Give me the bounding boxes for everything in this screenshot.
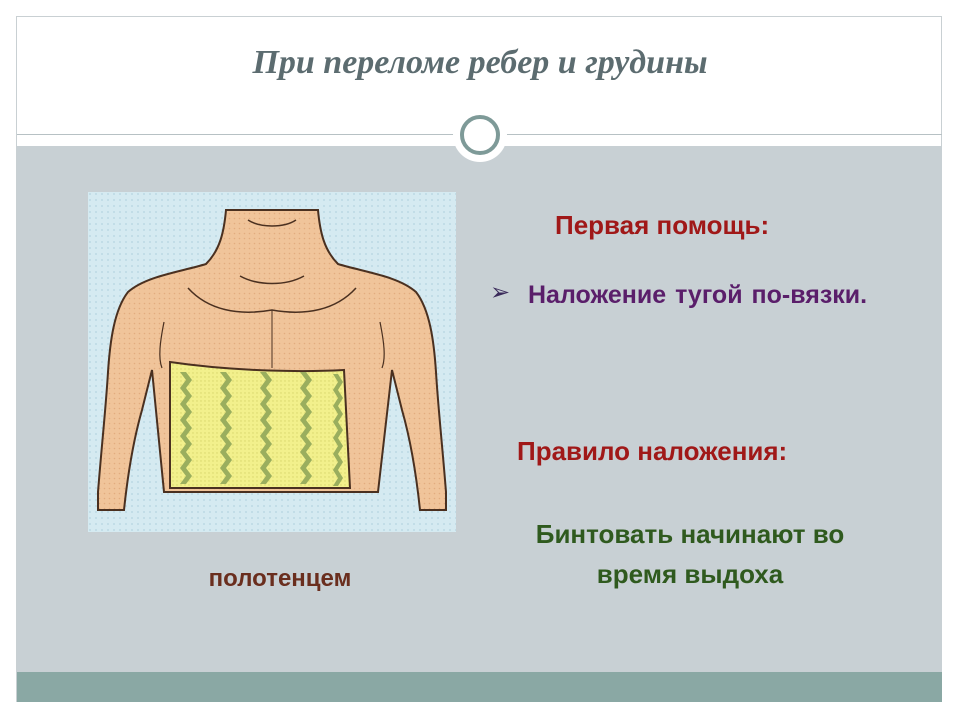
rule-text: Бинтовать начинают во время выдоха <box>535 519 845 589</box>
arrow-bullet-icon: ➢ <box>490 279 511 306</box>
bullet-text: Наложение тугой по-вязки. <box>528 281 868 309</box>
divider-ring-icon <box>453 108 507 162</box>
footer-band <box>17 672 942 702</box>
rule-heading: Правило наложения: <box>517 436 788 466</box>
torso-bandage-illustration <box>88 192 456 532</box>
first-aid-heading: Первая помощь: <box>555 210 770 240</box>
image-caption: полотенцем <box>208 565 352 592</box>
slide-title: При переломе ребер и грудины <box>252 44 708 81</box>
